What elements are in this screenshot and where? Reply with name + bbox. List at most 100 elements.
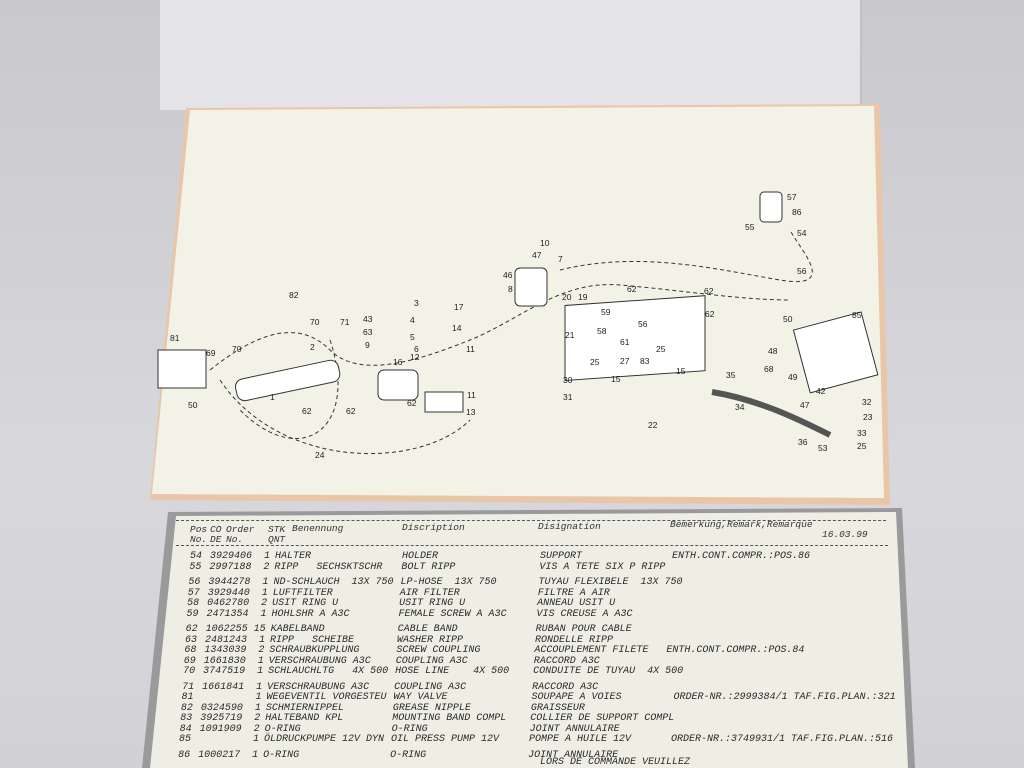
cell-order: 3925719 [200,713,243,724]
filter-housing-16 [377,369,419,401]
cell-designation: SUPPORT [540,551,583,562]
cell-remark: ENTH.CONT.COMPR.:POS.84 [666,645,805,656]
callout-number: 56 [638,319,648,329]
cell-qty: 2 [261,598,268,609]
cell-designation: TUYAU FLEXIBELE 13X 750 [538,577,683,588]
callout-number: 25 [656,344,666,354]
cell-qty: 1 [253,734,260,745]
cell-qty: 2 [258,645,265,656]
header-order: Order No. [226,524,255,545]
cell-qty: 1 [261,587,268,599]
cell-description: BOLT RIPP [401,561,456,573]
cell-description: FEMALE SCREW A A3C [398,608,507,620]
cell-designation: VIS CREUSE A A3C [536,608,633,620]
cell-designation: COLLIER DE SUPPORT COMPL [530,713,675,724]
cell-description: HOLDER [402,551,439,562]
callout-number: 36 [798,437,808,447]
table-header-line [176,520,886,521]
cell-benennung: HOHLSHR A A3C [271,608,350,620]
callout-number: 15 [611,374,621,384]
cell-order: 1661841 [202,681,245,693]
callout-number: 62 [407,398,417,408]
callout-number: 16 [393,357,403,367]
callout-number: 6 [414,344,419,354]
callout-number: 31 [563,392,573,402]
cell-designation: GRAISSEUR [530,702,585,714]
callout-number: 61 [620,337,630,347]
cell-benennung: SCHRAUBKUPPLUNG [269,645,360,656]
cell-description: SCREW COUPLING [396,645,481,656]
cell-description: WAY VALVE [393,692,448,703]
callout-number: 13 [466,407,476,417]
cell-designation: JOINT ANNULAIRE [529,723,620,735]
cell-order: 3929406 [209,551,252,562]
footer-partial-text: LORS DE COMMANDE VEUILLEZ [540,757,691,768]
cell-pos: 63 [184,634,197,646]
cell-pos: 59 [186,608,199,620]
callout-number: 8 [508,284,513,294]
cell-pos: 58 [187,598,200,609]
cell-designation: JOINT ANNULAIRE [528,749,619,761]
cell-benennung: SCHMIERNIPPEL [265,702,344,714]
cell-pos: 54 [189,551,202,562]
callout-number: 11 [466,344,475,354]
cell-order: 1661830 [203,655,246,667]
cell-benennung: HALTEBAND KPL [265,713,344,724]
callout-number: 7 [558,254,563,264]
callout-number: 69 [206,348,216,358]
callout-number: 17 [454,302,464,312]
cell-designation: VIS A TETE SIX P RIPP [539,561,666,573]
lower-page [150,512,908,768]
callout-number: 27 [620,356,630,366]
cell-designation: ACCOUPLEMENT FILETE [534,645,649,656]
callout-number: 10 [540,238,550,248]
cell-designation: ANNEAU USIT U [537,598,616,609]
callout-number: 4 [410,315,415,325]
hose-34 [711,389,832,438]
callout-number: 25 [857,441,867,451]
cell-order: 1091909 [199,723,242,735]
cell-order: 0462780 [207,598,250,609]
callout-number: 12 [410,352,420,362]
cell-designation: RUBAN POUR CABLE [535,624,632,635]
cell-order: 3747519 [203,666,246,677]
cell-benennung: RIPP SCHEIBE [269,634,354,646]
cell-pos: 71 [182,681,195,693]
cell-designation: SOUPAPE A VOIES [531,692,622,703]
cell-benennung: KABELBAND [270,624,325,635]
callout-number: 81 [170,333,180,343]
callout-number: 49 [788,372,798,382]
cell-qty: 1 [260,608,267,620]
header-date: 16.03.99 [822,529,868,540]
cell-qty: 1 [262,577,269,588]
cell-pos: 82 [180,702,193,714]
dashed-hydraulic-line [219,379,471,455]
cell-qty: 2 [263,561,270,573]
callout-number: 21 [565,330,575,340]
cell-remark: ORDER-NR.:3749931/1 TAF.FIG.PLAN.:516 [671,734,894,745]
cell-pos: 55 [189,561,202,573]
cell-order: 1343039 [204,645,247,656]
cell-pos: 57 [187,587,200,599]
callout-number: 70 [232,344,242,354]
cell-designation: RONDELLE RIPP [534,634,613,646]
cell-description: O-RING [391,723,428,735]
header-qty: STK QNT [268,524,286,545]
cell-order: 2997188 [209,561,252,573]
callout-number: 59 [601,307,611,317]
cell-description: O-RING [390,749,427,761]
cell-benennung: LUFTFILTER [272,587,333,599]
pump-8 [514,267,548,307]
cell-order: 1000217 [198,749,241,761]
callout-number: 42 [816,386,826,396]
callout-number: 35 [726,370,736,380]
callout-number: 2 [310,342,315,352]
callout-number: 50 [188,400,198,410]
cell-benennung: ÖLDRUCKPUMPE 12V DYN [264,734,385,745]
callout-number: 47 [532,250,542,260]
callout-number: 25 [590,357,600,367]
cell-pos: 84 [179,723,192,735]
cell-qty: 1 [263,551,270,562]
callout-number: 48 [768,346,778,356]
